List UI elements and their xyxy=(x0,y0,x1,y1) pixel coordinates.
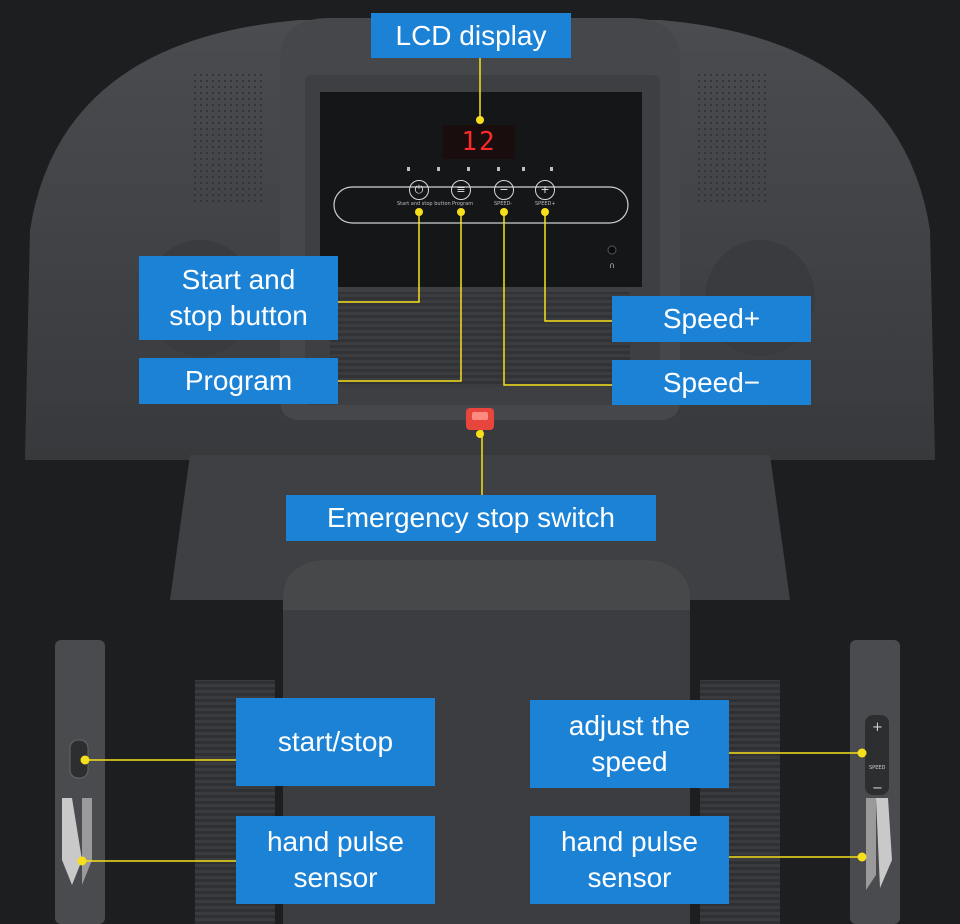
rail-speed-caption: SPEED xyxy=(869,765,886,771)
label-program: Program xyxy=(139,358,338,404)
pulse-grip-left xyxy=(62,798,82,885)
console-ridges xyxy=(330,292,630,387)
label-emergency-stop: Emergency stop switch xyxy=(286,495,656,541)
minus-icon[interactable]: − xyxy=(494,180,514,200)
label-hand-pulse-left: hand pulse sensor xyxy=(236,816,435,904)
label-hand-pulse-right: hand pulse sensor xyxy=(530,816,729,904)
speed-plus-caption: SPEED+ xyxy=(535,201,556,207)
speaker-grille-right xyxy=(695,70,770,205)
pulse-grip-right xyxy=(866,798,876,890)
leader-dots xyxy=(77,116,867,866)
label-start-stop-button: Start and stop button xyxy=(139,256,338,340)
indicator-leds xyxy=(407,167,553,171)
start-stop-caption: Start and stop button xyxy=(397,201,451,207)
program-caption: Program xyxy=(452,201,474,207)
headphone-jack xyxy=(607,245,617,255)
power-icon[interactable]: ⏻ xyxy=(409,180,429,200)
rail-speed-keypad xyxy=(865,715,889,795)
leader-lines xyxy=(82,55,862,862)
lcd-readout: 12 xyxy=(443,125,515,159)
speed-minus-caption: SPEED- xyxy=(494,201,513,207)
speaker-grille-left xyxy=(190,70,265,205)
rail-minus-icon[interactable]: − xyxy=(872,781,883,796)
rail-plus-icon[interactable]: + xyxy=(872,720,883,735)
lcd-panel xyxy=(320,92,642,287)
label-lcd-display: LCD display xyxy=(371,13,571,58)
label-speed-plus: Speed+ xyxy=(612,296,811,342)
svg-text:∩: ∩ xyxy=(609,261,615,270)
handrail-left xyxy=(55,640,105,924)
label-speed-minus: Speed− xyxy=(612,360,811,405)
plus-icon[interactable]: + xyxy=(535,180,555,200)
button-strip xyxy=(333,186,629,224)
label-start-stop-rail: start/stop xyxy=(236,698,435,786)
menu-icon[interactable]: ≡ xyxy=(451,180,471,200)
label-adjust-speed: adjust the speed xyxy=(530,700,729,788)
